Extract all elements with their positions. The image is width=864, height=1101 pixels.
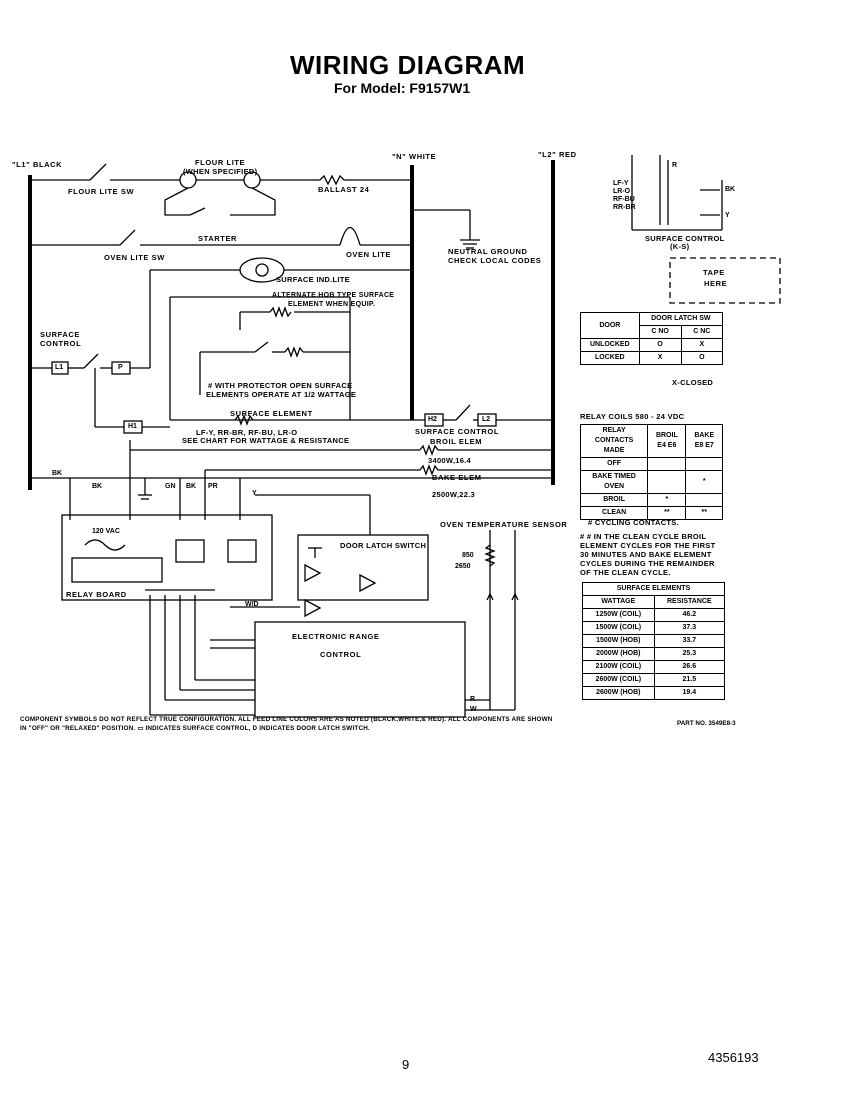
surface-element-label: SURFACE ELEMENT	[230, 409, 313, 418]
cycling-note: # CYCLING CONTACTS.	[588, 518, 679, 527]
table-row: 2600W (HOB)19.4	[582, 686, 726, 700]
control-label: CONTROL	[320, 650, 362, 659]
with-protector-line1: # WITH PROTECTOR OPEN SURFACE	[208, 381, 353, 390]
door-latch-switch-label: DOOR LATCH SWITCH	[340, 541, 427, 550]
table-header: C NO	[638, 325, 682, 339]
relay-contacts-table: RELAY CONTACTS MADE BROIL E4 E6 BAKE E8 …	[579, 424, 723, 520]
table-header: DOOR	[580, 312, 640, 339]
part-number: PART NO. 3549E8-3	[677, 720, 736, 727]
lf-list: LF-Y LR-O RF-BU RR-BR	[613, 180, 636, 212]
r2650-label: 2650	[455, 563, 471, 570]
table-row: 2600W (COIL)21.5	[582, 673, 726, 687]
table-row: 2100W (COIL)26.6	[582, 660, 726, 674]
relay-board-label: RELAY BOARD	[66, 590, 127, 599]
with-protector-line2: ELEMENTS OPERATE AT 1/2 WATTAGE	[206, 390, 357, 399]
r-wire-label: R	[470, 696, 476, 703]
table-row: CLEAN****	[579, 506, 723, 520]
r-terminal-label: R	[672, 162, 678, 169]
table-header: C NC	[680, 325, 724, 339]
bk-wire-label: BK	[52, 470, 63, 477]
table-row: OFF	[579, 457, 723, 471]
broil-value-label: 3400W,16.4	[428, 456, 472, 465]
bake-elem-label: BAKE ELEM	[432, 473, 482, 482]
table-row: 1250W (COIL)46.2	[582, 608, 726, 622]
footnote-line1: COMPONENT SYMBOLS DO NOT REFLECT TRUE CO…	[20, 716, 553, 723]
oven-lite-sw-label: OVEN LITE SW	[104, 253, 165, 262]
surface-control-small-code: (K-S)	[670, 242, 690, 251]
table-header: BAKE E8 E7	[685, 424, 723, 458]
oven-temp-sensor-label: OVEN TEMPERATURE SENSOR	[440, 520, 568, 529]
h1-terminal-label: H1	[128, 423, 137, 430]
surface-elements-table: SURFACE ELEMENTS WATTAGE RESISTANCE 1250…	[582, 582, 726, 700]
table-row: 1500W (COIL)37.3	[582, 621, 726, 635]
table-row: UNLOCKED O X	[580, 338, 724, 352]
table-row: BAKE TIMED OVEN*	[579, 470, 723, 494]
vac-120-label: 120 VAC	[92, 528, 120, 535]
surface-control-small-label: SURFACE CONTROL	[645, 234, 725, 243]
bake-value-label: 2500W,22.3	[432, 490, 476, 499]
tape-label: TAPE	[703, 268, 725, 277]
oven-lite-label: OVEN LITE	[346, 250, 391, 259]
table-title: SURFACE ELEMENTS	[582, 582, 725, 596]
see-chart-label: SEE CHART FOR WATTAGE & RESISTANCE	[182, 436, 350, 445]
element-when-equip-label: ELEMENT WHEN EQUIP.	[288, 301, 376, 308]
model-subtitle: For Model: F9157W1	[334, 80, 471, 96]
l1-rail-label: "L1" BLACK	[12, 160, 63, 169]
electronic-range-label: ELECTRONIC RANGE	[292, 632, 380, 641]
bk-wire-label-3: BK	[186, 483, 197, 490]
check-local-codes-label: CHECK LOCAL CODES	[448, 256, 542, 265]
table-row: 1500W (HOB)33.7	[582, 634, 726, 648]
table-header: WATTAGE	[582, 595, 655, 609]
page-number: 9	[402, 1057, 410, 1072]
when-specified-label: (WHEN SPECIFIED)	[183, 167, 258, 176]
table-row: 2000W (HOB)25.3	[582, 647, 726, 661]
document-number: 4356193	[708, 1050, 759, 1065]
starter-label: STARTER	[198, 234, 238, 243]
w-wire-label: W	[470, 706, 477, 713]
bk-wire-label-2: BK	[92, 483, 103, 490]
h2-terminal-label: H2	[428, 416, 437, 423]
here-label: HERE	[704, 279, 728, 288]
surface-control-label-1: SURFACE	[40, 330, 81, 339]
surface-control-label-2: CONTROL	[40, 339, 82, 348]
alternate-hob-label: ALTERNATE HOB TYPE SURFACE	[272, 292, 395, 299]
table-row: BROIL*	[579, 493, 723, 507]
table-row: LOCKED X O	[580, 351, 724, 365]
lf-codes-label: LF-Y, RR-BR, RF-BU, LR-O	[196, 428, 298, 437]
p-terminal-label: P	[118, 364, 123, 371]
surface-control-right-label: SURFACE CONTROL	[415, 427, 499, 436]
flour-lite-sw-label: FLOUR LITE SW	[68, 187, 135, 196]
lf-list-item: LR-O	[613, 188, 631, 195]
table-header: BROIL E4 E6	[647, 424, 687, 458]
bk-terminal-label: BK	[725, 186, 736, 193]
diagram-title: WIRING DIAGRAM	[290, 50, 526, 80]
lf-list-item: LF-Y	[613, 180, 629, 187]
x-closed-label: X-CLOSED	[672, 378, 714, 387]
flour-lite-label: FLOUR LITE	[195, 158, 246, 167]
clean-cycle-note: # # IN THE CLEAN CYCLE BROIL ELEMENT CYC…	[580, 532, 716, 577]
table-header: RESISTANCE	[653, 595, 726, 609]
gn-wire-label: GN	[165, 483, 176, 490]
footnote-line2: IN "OFF" OR "RELAXED" POSITION. ▭ INDICA…	[20, 725, 370, 732]
l2-rail-label: "L2" RED	[538, 150, 577, 159]
broil-elem-label: BROIL ELEM	[430, 437, 483, 446]
y-wire-label: Y	[252, 490, 257, 497]
n-rail-label: "N" WHITE	[392, 152, 437, 161]
relay-coils-label: RELAY COILS 580 - 24 VDC	[580, 412, 685, 421]
lf-list-item: RF-BU	[613, 196, 635, 203]
ballast-label: BALLAST 24	[318, 185, 370, 194]
l1-terminal-label: L1	[55, 364, 64, 371]
table-header: RELAY CONTACTS MADE	[579, 424, 649, 458]
surface-ind-lite-label: SURFACE IND.LITE	[276, 275, 350, 284]
table-header: DOOR LATCH SW	[638, 312, 724, 326]
r850-label: 850	[462, 552, 474, 559]
y-terminal-label: Y	[725, 212, 730, 219]
pr-wire-label: PR	[208, 483, 218, 490]
wd-wire-label: W/D	[245, 601, 259, 608]
door-latch-table: DOOR DOOR LATCH SW C NO C NC UNLOCKED O …	[580, 312, 724, 365]
l2-terminal-label: L2	[482, 416, 491, 423]
lf-list-item: RR-BR	[613, 204, 636, 211]
neutral-ground-label: NEUTRAL GROUND	[448, 247, 528, 256]
